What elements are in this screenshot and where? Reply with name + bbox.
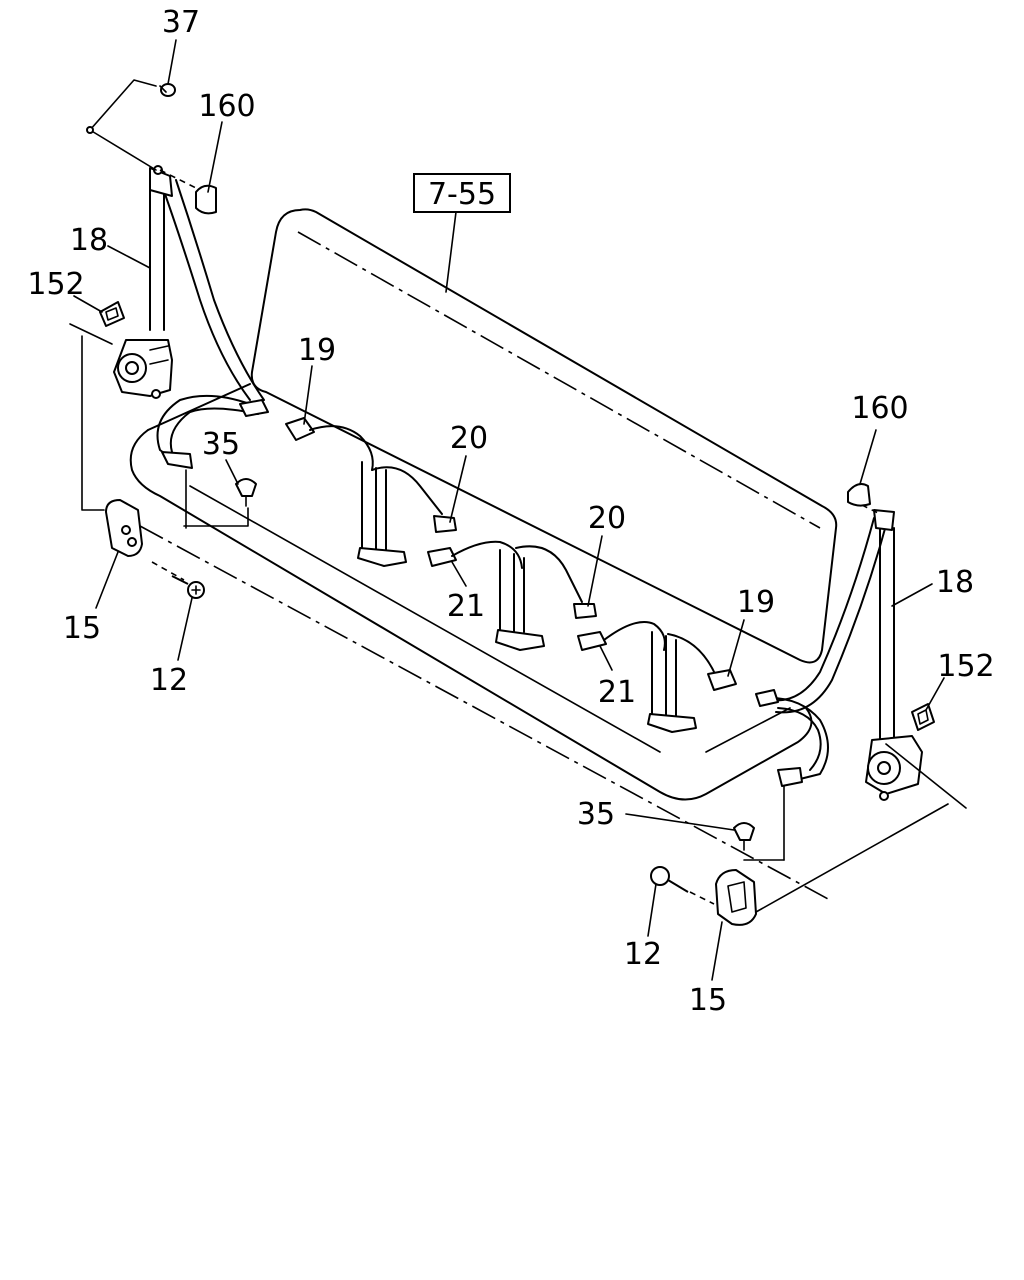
callout-35-right: 35 (577, 797, 615, 832)
left-retractor (113, 339, 173, 399)
tongue-21-right (577, 621, 666, 651)
bench-seat (129, 208, 838, 801)
callout-18-right: 18 (936, 565, 974, 600)
cover-15-left (105, 499, 143, 557)
buckle-19-left (285, 417, 374, 471)
clip-152-right (911, 703, 935, 731)
callout-20-left: 20 (450, 421, 488, 456)
clip-152-left (99, 301, 125, 327)
reference-box: 7-55 (413, 173, 511, 293)
screw-12-left (151, 561, 205, 599)
right-retractor (865, 735, 923, 801)
callout-19-right: 19 (737, 585, 775, 620)
callout-21-right: 21 (598, 675, 636, 710)
callout-12-right: 12 (624, 937, 662, 972)
callout-35-left: 35 (202, 427, 240, 462)
callout-18-left: 18 (70, 223, 108, 258)
callout-152-right: 152 (937, 649, 994, 684)
callout-12-left: 12 (150, 663, 188, 698)
left-seat-belt-assembly (113, 165, 269, 529)
center-bracket-mid (495, 545, 597, 651)
bolt-37 (159, 83, 176, 97)
callout-20-right: 20 (588, 501, 626, 536)
callout-21-left: 21 (447, 589, 485, 624)
callout-152-left: 152 (27, 267, 84, 302)
reference-label: 7-55 (428, 177, 496, 212)
center-bracket-left (357, 461, 457, 567)
callout-leaders (73, 39, 945, 981)
callout-labels: 37 160 18 152 19 35 20 20 21 21 19 15 12… (27, 5, 994, 1018)
callout-19-left: 19 (298, 333, 336, 368)
clip-35-right (733, 822, 755, 851)
screw-12-right (650, 866, 715, 905)
center-bracket-right (647, 631, 737, 733)
callout-160-right: 160 (851, 391, 908, 426)
callout-15-right: 15 (689, 983, 727, 1018)
callout-15-left: 15 (63, 611, 101, 646)
clip-35-left (235, 478, 257, 507)
right-seat-belt-assembly (755, 509, 923, 861)
tongue-21-left (427, 540, 523, 569)
cover-160-left (195, 184, 217, 215)
cover-160-right (847, 483, 871, 507)
callout-37: 37 (162, 5, 200, 40)
cover-15-right (715, 869, 757, 926)
callout-160-left: 160 (198, 89, 255, 124)
